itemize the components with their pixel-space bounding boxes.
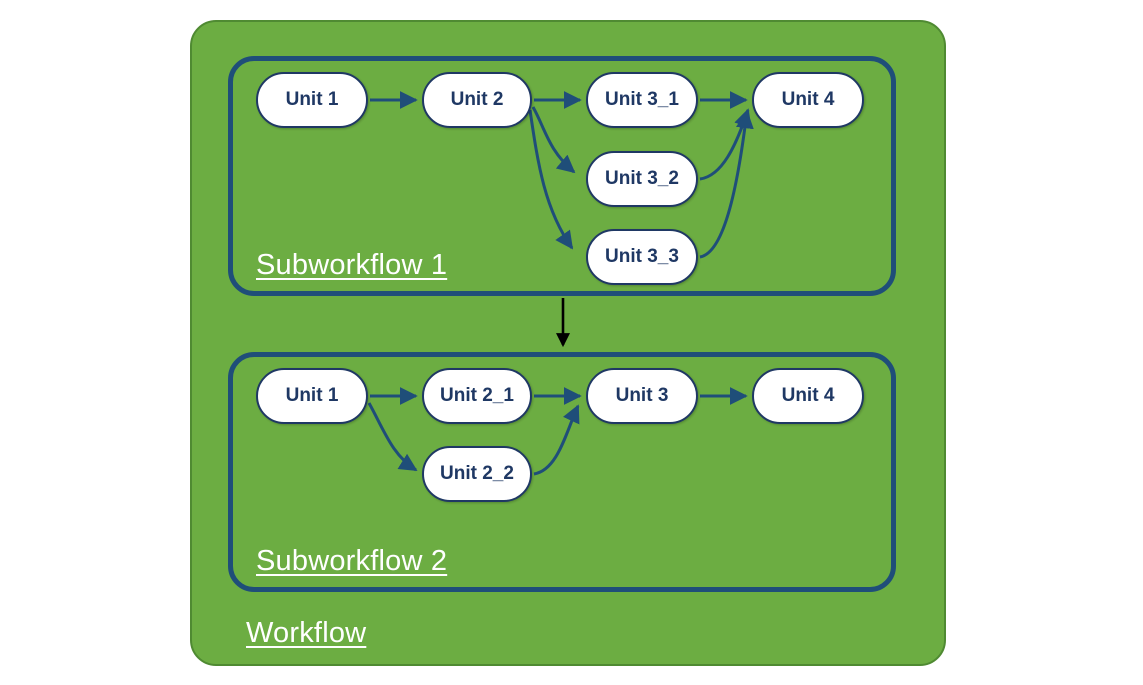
node-sw2-unit2_1[interactable]: Unit 2_1 xyxy=(422,368,532,424)
node-sw2-unit2_2[interactable]: Unit 2_2 xyxy=(422,446,532,502)
node-label: Unit 2_1 xyxy=(440,385,514,406)
edge-sw1-unit2-unit3_3 xyxy=(528,109,574,250)
subworkflow-1-container[interactable] xyxy=(228,56,896,296)
node-sw1-unit1[interactable]: Unit 1 xyxy=(256,72,368,128)
node-label: Unit 3_1 xyxy=(605,89,679,110)
node-sw1-unit3_3[interactable]: Unit 3_3 xyxy=(586,229,698,285)
edge-sw2-unit1-unit2_2 xyxy=(367,402,418,472)
node-sw2-unit3[interactable]: Unit 3 xyxy=(586,368,698,424)
edge-sw2-unit2_2-unit3 xyxy=(533,404,580,476)
edge-sw1-unit2-unit3_2 xyxy=(531,106,576,174)
node-sw1-unit3_2[interactable]: Unit 3_2 xyxy=(586,151,698,207)
node-label: Unit 3_2 xyxy=(605,168,679,189)
node-sw1-unit3_1[interactable]: Unit 3_1 xyxy=(586,72,698,128)
node-label: Unit 1 xyxy=(285,385,339,406)
node-label: Unit 2 xyxy=(450,89,504,110)
node-label: Unit 3_3 xyxy=(605,246,679,267)
node-sw2-unit4[interactable]: Unit 4 xyxy=(752,368,864,424)
node-label: Unit 4 xyxy=(781,385,835,406)
node-label: Unit 2_2 xyxy=(440,463,514,484)
subworkflow-1-label: Subworkflow 1 xyxy=(256,249,448,281)
edge-sw1-unit3_2-unit4 xyxy=(699,108,752,181)
workflow-label: Workflow xyxy=(246,617,367,649)
node-label: Unit 1 xyxy=(285,89,339,110)
node-label: Unit 4 xyxy=(781,89,835,110)
edge-sw1-unit3_3-unit4 xyxy=(699,110,754,259)
node-label: Unit 3 xyxy=(615,385,669,406)
subworkflow-2-container[interactable] xyxy=(228,352,896,592)
node-sw1-unit2[interactable]: Unit 2 xyxy=(422,72,532,128)
subworkflow-2-label: Subworkflow 2 xyxy=(256,545,448,577)
node-sw2-unit1[interactable]: Unit 1 xyxy=(256,368,368,424)
node-sw1-unit4[interactable]: Unit 4 xyxy=(752,72,864,128)
